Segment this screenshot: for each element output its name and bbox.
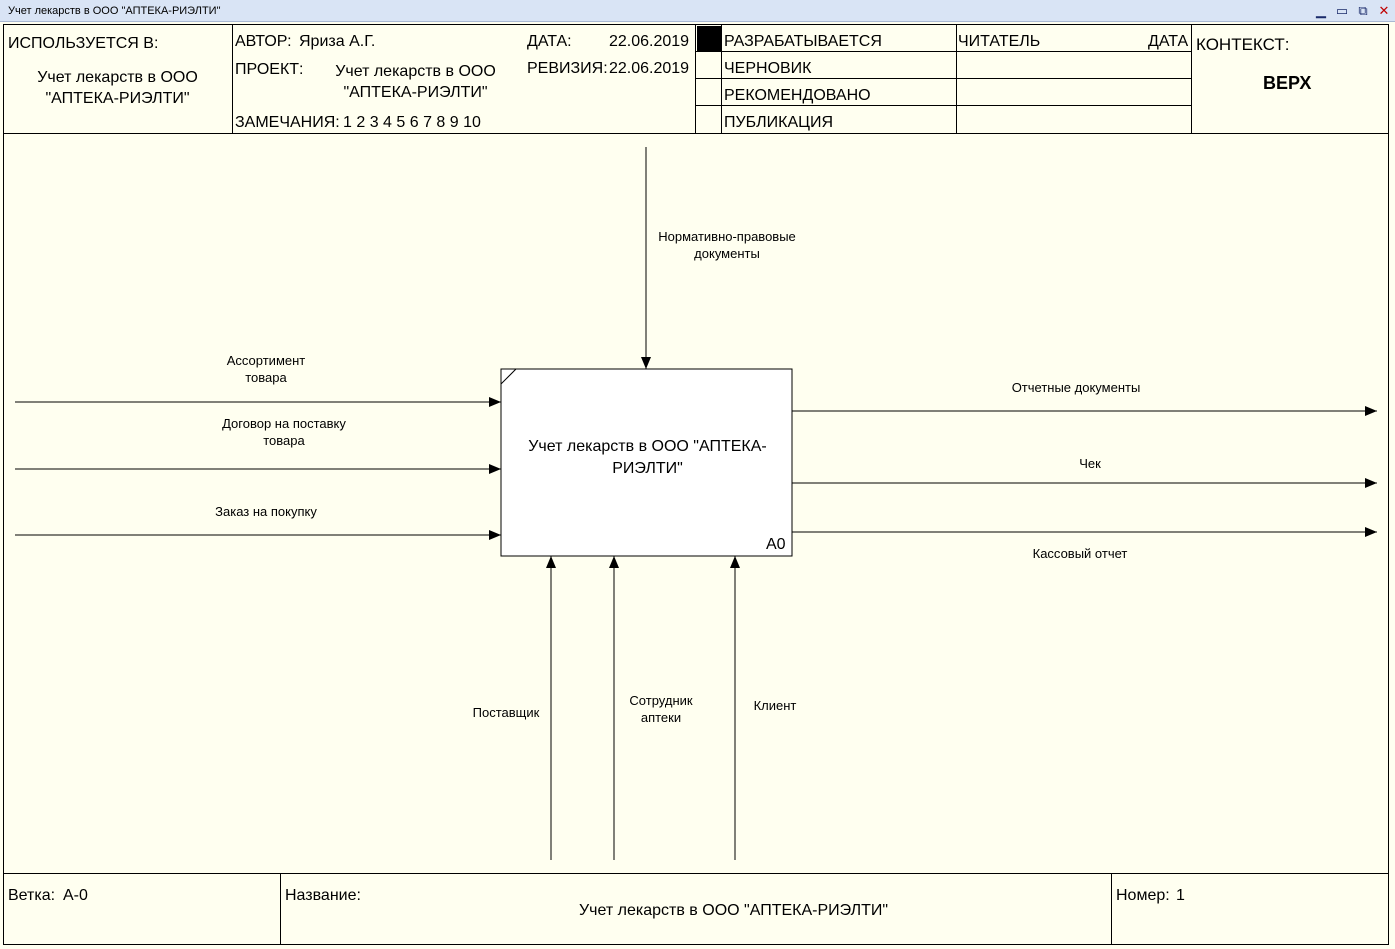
input-label-1: Ассортимент товара — [226, 353, 306, 385]
context-value: ВЕРХ — [1263, 73, 1312, 93]
status-publication: ПУБЛИКАЦИЯ — [724, 114, 834, 131]
title-label: Название: — [285, 887, 361, 904]
control-label-1: Нормативно-правовые документы — [658, 229, 796, 261]
output-label-3: Кассовый отчет — [1032, 546, 1128, 561]
author-label: АВТОР: — [235, 33, 292, 50]
used-in-label: ИСПОЛЬЗУЕТСЯ В: — [8, 35, 159, 52]
activity-name: Учет лекарств в ООО "АПТЕКА-РИЭЛТИ" — [528, 438, 767, 477]
output-label-1: Отчетные документы — [1011, 380, 1141, 395]
project-label: ПРОЕКТ: — [235, 61, 304, 78]
maximize-icon[interactable]: ▭ — [1335, 3, 1349, 18]
date-label: ДАТА: — [527, 33, 572, 50]
restore-icon[interactable]: ⧉ — [1358, 3, 1368, 18]
status-draft: ЧЕРНОВИК — [724, 60, 812, 77]
close-icon[interactable]: ✕ — [1378, 3, 1390, 18]
notes-value: 1 2 3 4 5 6 7 8 9 10 — [343, 114, 481, 131]
footer-top-border — [3, 873, 1389, 874]
header-bottom-border — [3, 133, 1389, 134]
diagram-title: Учет лекарств в ООО "АПТЕКА-РИЭЛТИ" — [579, 902, 889, 919]
input-label-3: Заказ на покупку — [215, 504, 317, 519]
notes-label: ЗАМЕЧАНИЯ: — [235, 114, 340, 131]
revision-value: 22.06.2019 — [609, 60, 690, 77]
number-label: Номер: — [1116, 887, 1170, 904]
reader-label: ЧИТАТЕЛЬ — [958, 33, 1041, 50]
input-label-2: Договор на поставку товара — [222, 416, 346, 448]
context-label: КОНТЕКСТ: — [1196, 35, 1290, 54]
window-titlebar: Учет лекарств в ООО "АПТЕКА-РИЭЛТИ" ▁ ▭ … — [0, 0, 1395, 22]
number-value: 1 — [1176, 887, 1185, 904]
mechanism-label-2: Сотрудник аптеки — [629, 693, 693, 725]
minimize-icon[interactable]: ▁ — [1316, 3, 1326, 18]
node-label: Ветка: — [8, 887, 56, 904]
date-value: 22.06.2019 — [609, 33, 690, 50]
status-recommended: РЕКОМЕНДОВАНО — [724, 87, 871, 104]
mechanism-label-1: Поставщик — [472, 705, 540, 720]
window-title: Учет лекарств в ООО "АПТЕКА-РИЭЛТИ" — [8, 5, 221, 17]
activity-corner-mark — [500, 368, 517, 385]
project-value: Учет лекарств в ООО "АПТЕКА-РИЭЛТИ" — [335, 63, 496, 101]
activity-code: A0 — [766, 536, 786, 553]
mechanism-label-3: Клиент — [753, 698, 797, 713]
used-in-value: Учет лекарств в ООО "АПТЕКА-РИЭЛТИ" — [37, 69, 198, 107]
reader-date-label: ДАТА — [1148, 33, 1189, 50]
author-value: Яриза А.Г. — [299, 33, 376, 50]
status-marker — [697, 26, 721, 51]
output-label-2: Чек — [1079, 456, 1101, 471]
node-value: А-0 — [63, 887, 88, 904]
activity-box-a0[interactable] — [500, 368, 793, 557]
status-working: РАЗРАБАТЫВАЕТСЯ — [724, 33, 882, 50]
revision-label: РЕВИЗИЯ: — [527, 60, 608, 77]
